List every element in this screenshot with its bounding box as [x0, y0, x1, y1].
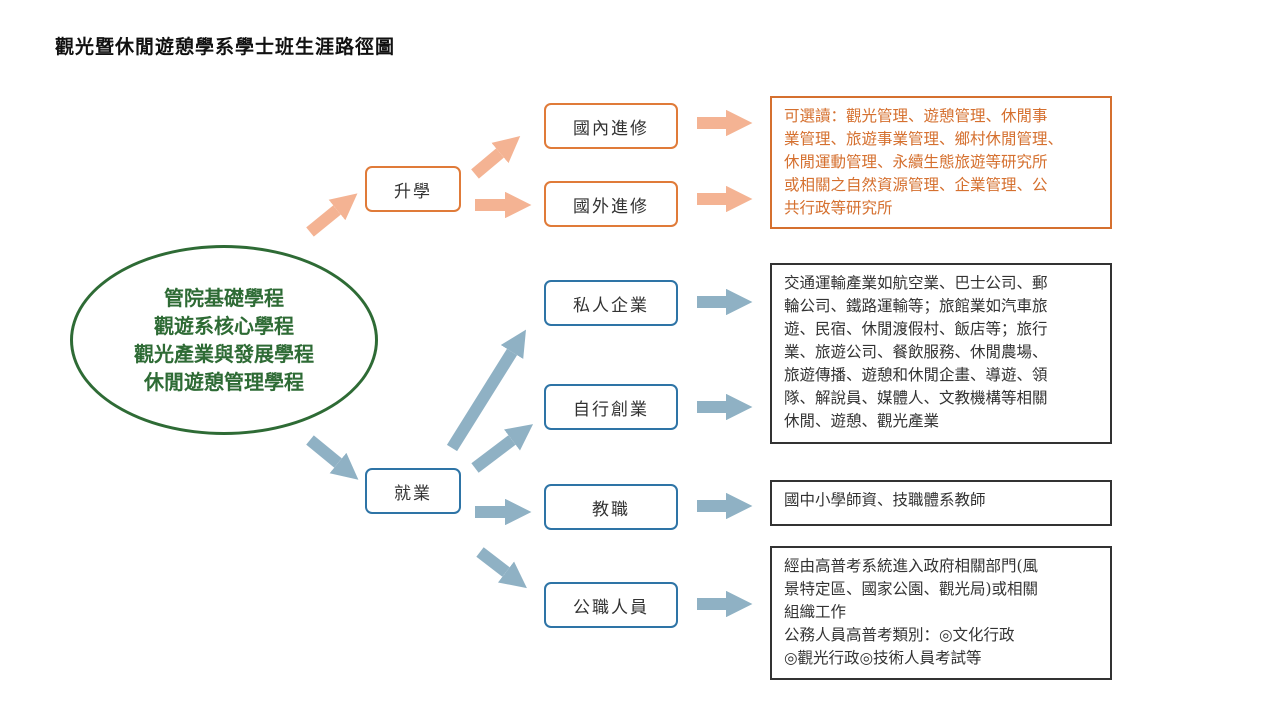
abroad-study-node: 國外進修: [544, 181, 678, 227]
private-enterprise-description: 交通運輸產業如航空業、巴士公司、郵 輪公司、鐵路運輸等；旅館業如汽車旅 遊、民宿…: [770, 263, 1112, 444]
teaching-node: 教職: [544, 484, 678, 530]
core-program-4: 休閒遊憩管理學程: [144, 370, 304, 394]
description-line: 交通運輸產業如航空業、巴士公司、郵: [784, 274, 1048, 292]
description-line: 隊、解說員、媒體人、文教機構等相關: [784, 389, 1048, 407]
arrow-core-to-study: [306, 193, 358, 237]
description-line: 或相關之自然資源管理、企業管理、公: [784, 176, 1048, 194]
description-line: 可選讀：觀光管理、遊憩管理、休閒事: [784, 107, 1048, 125]
domestic-study-node: 國內進修: [544, 103, 678, 149]
description-line: 共行政等研究所: [784, 199, 893, 217]
description-line: 遊、民宿、休閒渡假村、飯店等；旅行: [784, 320, 1048, 338]
description-line: 公務人員高普考類別：◎文化行政: [784, 626, 1015, 644]
core-program-1: 管院基礎學程: [164, 286, 284, 310]
civil-service-node: 公職人員: [544, 582, 678, 628]
core-program-3: 觀光產業與發展學程: [134, 342, 314, 366]
further-study-node: 升學: [365, 166, 461, 212]
description-line: 經由高普考系統進入政府相關部門(風: [784, 557, 1039, 575]
description-line: 國中小學師資、技職體系教師: [784, 491, 986, 509]
arrow-study-to-domestic: [471, 136, 521, 179]
core-programs-ellipse: 管院基礎學程 觀遊系核心學程 觀光產業與發展學程 休閒遊憩管理學程: [70, 245, 378, 435]
startup-node: 自行創業: [544, 384, 678, 430]
description-line: 組織工作: [784, 603, 847, 621]
page-title: 觀光暨休閒遊憩學系學士班生涯路徑圖: [55, 36, 396, 58]
civil-service-description: 經由高普考系統進入政府相關部門(風 景特定區、國家公園、觀光局)或相關 組織工作…: [770, 546, 1112, 680]
arrow-employment-to-private: [446, 329, 526, 452]
description-line: 休閒、遊憩、觀光產業: [784, 412, 940, 430]
description-line: 業管理、旅遊事業管理、鄉村休閒管理、: [784, 130, 1064, 148]
description-line: 景特定區、國家公園、觀光局)或相關: [784, 580, 1039, 598]
arrow-core-to-employment: [306, 435, 359, 480]
private-enterprise-node: 私人企業: [544, 280, 678, 326]
core-program-2: 觀遊系核心學程: [154, 314, 294, 338]
description-line: 旅遊傳播、遊憩和休閒企畫、導遊、領: [784, 366, 1048, 384]
teaching-description: 國中小學師資、技職體系教師: [770, 480, 1112, 526]
employment-node: 就業: [365, 468, 461, 514]
further-study-description: 可選讀：觀光管理、遊憩管理、休閒事 業管理、旅遊事業管理、鄉村休閒管理、 休閒運…: [770, 96, 1112, 229]
description-line: 業、旅遊公司、餐飲服務、休閒農場、: [784, 343, 1048, 361]
arrow-employment-to-startup: [471, 424, 534, 473]
arrow-employment-to-civil: [476, 547, 527, 589]
description-line: 休閒運動管理、永續生態旅遊等研究所: [784, 153, 1048, 171]
description-line: 輪公司、鐵路運輸等；旅館業如汽車旅: [784, 297, 1048, 315]
description-line: ◎觀光行政◎技術人員考試等: [784, 649, 982, 667]
